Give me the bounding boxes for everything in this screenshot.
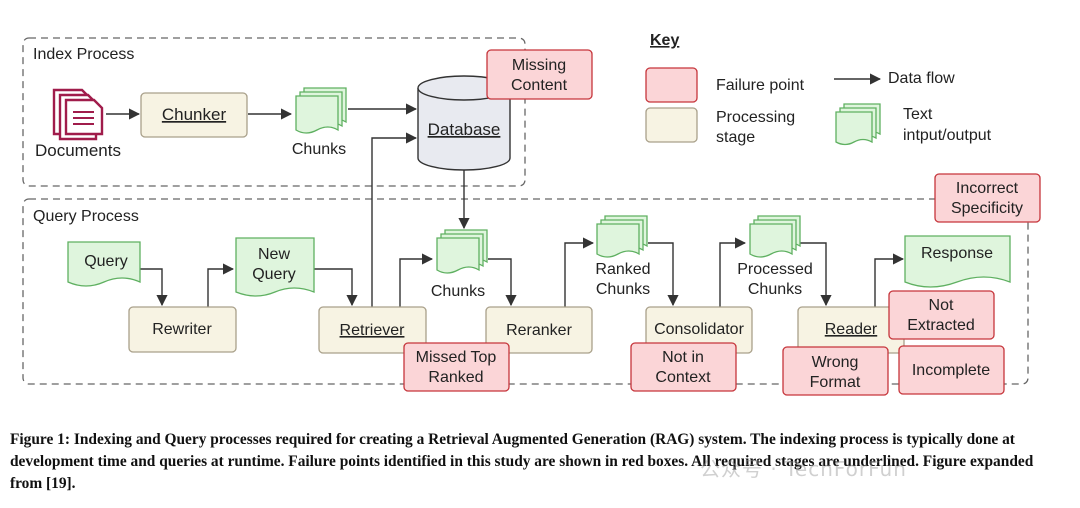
arrow-retriever-chunks (399, 253, 434, 307)
not-in-context-line2: Context (655, 369, 711, 386)
arrow-reader-response (874, 253, 905, 307)
processed-chunks-line2: Chunks (748, 281, 802, 298)
ranked-chunks-stack (596, 215, 648, 258)
missing-content-failure (486, 49, 593, 100)
ranked-chunks-line2: Chunks (596, 281, 650, 298)
chunks-index-label: Chunks (292, 141, 346, 158)
chunks-index-stack (295, 87, 347, 134)
key-data-flow-label: Data flow (888, 70, 955, 87)
incorrect-specificity-line2: Specificity (951, 200, 1023, 217)
rewriter-stage (128, 306, 237, 353)
rewriter-label: Rewriter (152, 321, 212, 338)
response-label: Response (921, 245, 993, 262)
key-text-swatch (835, 103, 881, 146)
arrow-reranker-rankedchunks (564, 237, 595, 307)
processed-chunks-line1: Processed (737, 261, 813, 278)
documents-label: Documents (35, 141, 121, 160)
incorrect-specificity-failure (934, 173, 1041, 223)
key-text-label-2: intput/output (903, 127, 992, 144)
documents-icon (52, 88, 104, 141)
not-extracted-line1: Not (929, 297, 954, 314)
chunker-label: Chunker (162, 105, 227, 124)
response-text-node (904, 235, 1011, 288)
key-stage-swatch (645, 107, 698, 143)
missed-top-ranked-line2: Ranked (428, 369, 483, 386)
key-stage-label-1: Processing (716, 109, 795, 126)
query-text-node (67, 241, 141, 287)
not-extracted-line2: Extracted (907, 317, 975, 334)
reranker-label: Reranker (506, 322, 572, 339)
chunker-stage (140, 92, 248, 138)
index-process-region (22, 37, 526, 187)
arrow-processedchunks-reader (800, 242, 832, 307)
incomplete-failure (898, 345, 1005, 395)
processed-chunks-stack (749, 215, 801, 258)
missing-content-line1: Missing (512, 57, 566, 74)
missed-top-ranked-failure (403, 342, 510, 392)
arrow-chunks-reranker (488, 258, 517, 307)
consolidator-label: Consolidator (654, 321, 745, 338)
incorrect-specificity-line1: Incorrect (956, 180, 1019, 197)
wrong-format-line1: Wrong (812, 354, 859, 371)
reader-label: Reader (825, 321, 878, 338)
key-stage-label-2: stage (716, 129, 755, 146)
query-label: Query (84, 253, 128, 270)
missed-top-ranked-line1: Missed Top (416, 349, 497, 366)
ranked-chunks-line1: Ranked (595, 261, 650, 278)
chunks-query-label: Chunks (431, 283, 485, 300)
index-process-label: Index Process (33, 46, 134, 63)
arrow-consolidator-processedchunks (719, 237, 747, 307)
key-title: Key (650, 32, 679, 49)
arrow-rewriter-newquery (207, 263, 235, 307)
missing-content-line2: Content (511, 77, 568, 94)
key-failure-label: Failure point (716, 77, 805, 94)
chunks-query-stack (436, 229, 488, 274)
arrow-query-rewriter (140, 268, 168, 307)
retriever-stage (318, 306, 427, 354)
key-failure-swatch (645, 67, 698, 103)
new-query-line1: New (258, 246, 290, 263)
figure-caption: Figure 1: Indexing and Query processes r… (10, 431, 1034, 492)
new-query-text-node (235, 237, 315, 297)
retriever-label: Retriever (340, 322, 406, 339)
key-text-label-1: Text (903, 106, 933, 123)
query-process-region (22, 198, 1029, 385)
database-label: Database (428, 120, 501, 139)
not-in-context-failure (630, 342, 737, 392)
query-process-label: Query Process (33, 208, 139, 225)
new-query-line2: Query (252, 266, 296, 283)
wrong-format-failure (782, 346, 889, 396)
arrow-newquery-retriever (314, 268, 358, 307)
wrong-format-line2: Format (810, 374, 861, 391)
not-in-context-line1: Not in (662, 349, 704, 366)
arrow-retriever-database (371, 132, 418, 308)
arrow-rankedchunks-consolidator (648, 242, 679, 307)
reranker-stage (485, 306, 593, 354)
not-extracted-failure (888, 290, 995, 340)
incomplete-label: Incomplete (912, 362, 990, 379)
